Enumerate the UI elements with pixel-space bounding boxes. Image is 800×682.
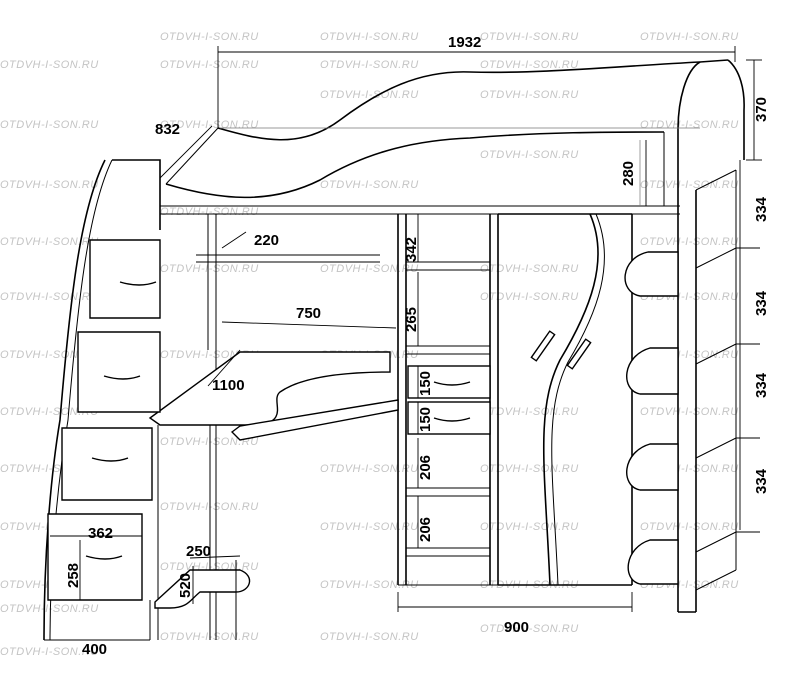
watermark: OTDVH-I-SON.RU <box>480 463 579 475</box>
watermark: OTDVH-I-SON.RU <box>0 603 99 615</box>
dim-shelf-low-2: 206 <box>417 517 434 542</box>
watermark: OTDVH-I-SON.RU <box>640 406 739 418</box>
watermark: OTDVH-I-SON.RU <box>480 263 579 275</box>
bed-frame <box>159 59 745 215</box>
watermark-layer: OTDVH-I-SON.RU OTDVH-I-SON.RU OTDVH-I-SO… <box>0 31 739 658</box>
watermark: OTDVH-I-SON.RU <box>0 236 99 248</box>
watermark: OTDVH-I-SON.RU <box>480 149 579 161</box>
watermark: OTDVH-I-SON.RU <box>320 59 419 71</box>
watermark: OTDVH-I-SON.RU <box>0 291 99 303</box>
dim-stair-step-width: 362 <box>88 525 113 542</box>
watermark: OTDVH-I-SON.RU <box>0 179 99 191</box>
dim-desk-length: 1100 <box>212 377 245 394</box>
dim-wardrobe-width: 900 <box>504 619 529 636</box>
dim-top-height: 370 <box>753 97 770 122</box>
watermark: OTDVH-I-SON.RU <box>160 436 259 448</box>
watermark: OTDVH-I-SON.RU <box>640 236 739 248</box>
watermark: OTDVH-I-SON.RU <box>320 579 419 591</box>
dimension-lines <box>44 46 762 641</box>
staircase-drawers <box>43 159 161 641</box>
watermark: OTDVH-I-SON.RU <box>160 501 259 513</box>
dim-small-shelf-width: 250 <box>186 543 211 560</box>
dim-stair-step-height: 258 <box>65 563 82 588</box>
watermark: OTDVH-I-SON.RU <box>0 59 99 71</box>
dim-small-shelf-height: 520 <box>177 573 194 598</box>
dim-desk-width: 750 <box>296 305 321 322</box>
watermark: OTDVH-I-SON.RU <box>320 463 419 475</box>
watermark: OTDVH-I-SON.RU <box>480 291 579 303</box>
watermark: OTDVH-I-SON.RU <box>0 119 99 131</box>
watermark: OTDVH-I-SON.RU <box>160 31 259 43</box>
watermark: OTDVH-I-SON.RU <box>320 179 419 191</box>
watermark: OTDVH-I-SON.RU <box>160 263 259 275</box>
watermark: OTDVH-I-SON.RU <box>320 31 419 43</box>
watermark: OTDVH-I-SON.RU <box>640 521 739 533</box>
wardrobe <box>397 213 633 586</box>
watermark: OTDVH-I-SON.RU <box>640 119 739 131</box>
dim-stair-width: 400 <box>82 641 107 658</box>
watermark: OTDVH-I-SON.RU <box>320 521 419 533</box>
dim-desk-shelf: 220 <box>254 232 279 249</box>
watermark: OTDVH-I-SON.RU <box>320 263 419 275</box>
desk <box>148 214 399 640</box>
dimension-labels: 1932 832 370 280 334 334 334 334 220 750… <box>65 34 770 658</box>
watermark: OTDVH-I-SON.RU <box>480 89 579 101</box>
dim-shelf-top: 342 <box>403 237 420 262</box>
watermark: OTDVH-I-SON.RU <box>480 59 579 71</box>
watermark: OTDVH-I-SON.RU <box>160 59 259 71</box>
dim-total-length: 1932 <box>448 34 481 51</box>
watermark: OTDVH-I-SON.RU <box>480 623 579 635</box>
dim-wardrobe-section-2: 334 <box>753 290 770 316</box>
shelving-unit <box>624 169 737 613</box>
dim-depth: 832 <box>155 121 180 138</box>
dim-wardrobe-section-4: 334 <box>753 468 770 494</box>
dim-wardrobe-section-3: 334 <box>753 372 770 398</box>
watermark: OTDVH-I-SON.RU <box>320 89 419 101</box>
dim-drawer-1: 150 <box>417 371 434 396</box>
dim-shelf-mid: 265 <box>403 307 420 332</box>
dim-wardrobe-section-1: 334 <box>753 196 770 222</box>
watermark: OTDVH-I-SON.RU <box>480 406 579 418</box>
watermark: OTDVH-I-SON.RU <box>160 206 259 218</box>
watermark: OTDVH-I-SON.RU <box>0 406 99 418</box>
dim-bed-side-height: 280 <box>620 161 637 186</box>
watermark: OTDVH-I-SON.RU <box>320 631 419 643</box>
watermark: OTDVH-I-SON.RU <box>480 31 579 43</box>
watermark: OTDVH-I-SON.RU <box>640 179 739 191</box>
watermark: OTDVH-I-SON.RU <box>0 646 99 658</box>
watermark: OTDVH-I-SON.RU <box>480 521 579 533</box>
dim-drawer-2: 150 <box>417 407 434 432</box>
watermark: OTDVH-I-SON.RU <box>640 31 739 43</box>
dim-shelf-low-1: 206 <box>417 455 434 480</box>
watermark: OTDVH-I-SON.RU <box>160 631 259 643</box>
small-shelf <box>154 560 251 640</box>
